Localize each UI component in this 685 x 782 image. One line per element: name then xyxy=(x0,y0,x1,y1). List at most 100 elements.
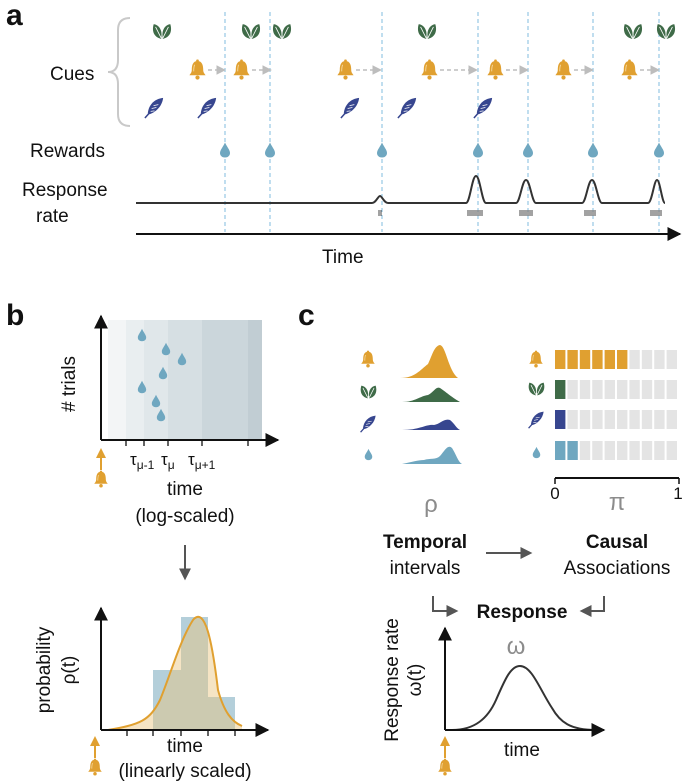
causal-bar-cell-leaf xyxy=(579,380,591,399)
bell-icon xyxy=(437,758,453,776)
feather-interval-density xyxy=(402,419,460,430)
causal-bar-cell-feather xyxy=(641,410,653,429)
causal-bar-cell-leaf xyxy=(617,380,628,399)
causal-sublabel: Associations xyxy=(564,558,671,579)
bottom-x-ticks xyxy=(126,730,236,736)
panel-c: c ρ 0 1 π Temporal intervals Causal Asso… xyxy=(298,299,683,776)
leaf-icon xyxy=(417,23,437,40)
bell-icon xyxy=(87,758,103,776)
causal-bar-cell-bell xyxy=(629,350,640,369)
feather-icon xyxy=(340,97,360,119)
response-y-axis-label: Response rate xyxy=(382,618,403,742)
water-drop-icon xyxy=(364,448,373,461)
time-axis-label: Time xyxy=(322,247,364,268)
temporal-label: Temporal xyxy=(383,532,467,553)
cues-brace xyxy=(107,17,131,127)
causal-bar-cell-drop xyxy=(629,441,640,460)
pi-symbol: π xyxy=(609,489,626,516)
panel-b: b # trials xyxy=(6,299,280,782)
response-rate-trace xyxy=(136,174,666,204)
feather-icon xyxy=(359,414,377,433)
tau-label-base: τ xyxy=(161,450,168,469)
causal-bar-cell-drop xyxy=(617,441,628,460)
water-drop-icon xyxy=(523,142,533,158)
leaf-icon xyxy=(152,23,172,40)
pi-axis-min: 0 xyxy=(550,484,559,503)
causal-bar-cell-feather xyxy=(592,410,603,429)
probability-density-fill xyxy=(108,616,242,730)
bell-icon xyxy=(620,59,639,80)
reward-time-lines xyxy=(224,12,660,232)
causal-bar-cell-drop xyxy=(555,441,566,460)
bottom-x-axis-sublabel: (linearly scaled) xyxy=(118,761,251,782)
causal-bar-cell-feather xyxy=(629,410,640,429)
feather-icon xyxy=(397,97,417,119)
bell-icon xyxy=(528,350,544,368)
bell-interval-density xyxy=(400,345,458,378)
bell-cues-row xyxy=(188,59,660,80)
causal-bar-cell-leaf xyxy=(666,380,677,399)
panel-b-letter: b xyxy=(6,299,24,332)
response-y-axis-sublabel: ω(t) xyxy=(405,664,426,697)
causal-bar-cell-drop xyxy=(654,441,665,460)
bell-icon xyxy=(232,59,251,80)
causal-bar-cell-leaf xyxy=(567,380,578,399)
response-rate-curve xyxy=(451,664,597,731)
leaf-cues-row xyxy=(152,23,676,40)
omega-symbol: ω xyxy=(507,633,526,660)
causal-bar-cell-bell xyxy=(579,350,591,369)
panel-c-letter: c xyxy=(298,299,315,332)
water-drop-icon xyxy=(220,142,230,158)
top-x-axis-label: time xyxy=(167,479,203,500)
bell-icon xyxy=(486,59,505,80)
svg-text:τμ-1: τμ-1 xyxy=(130,450,155,472)
bell-icon xyxy=(93,470,109,488)
leaf-interval-density xyxy=(402,387,460,402)
pi-axis-max: 1 xyxy=(673,484,682,503)
causal-bar-cell-feather xyxy=(604,410,615,429)
water-drop-icon xyxy=(588,142,598,158)
leaf-icon xyxy=(623,23,643,40)
tau-labels: τμ-1 τμ τμ+1 xyxy=(130,450,216,472)
rewards-label: Rewards xyxy=(30,141,105,162)
reward-drops-row xyxy=(220,142,664,158)
causal-bar-cell-leaf xyxy=(592,380,603,399)
causal-bar-cell-leaf xyxy=(641,380,653,399)
log-time-bins xyxy=(108,320,262,439)
water-drop-icon xyxy=(473,142,483,158)
causal-bar-cell-bell xyxy=(617,350,628,369)
water-drop-icon xyxy=(377,142,387,158)
tau-label-base: τ xyxy=(130,450,137,469)
causal-to-response-arrow xyxy=(579,596,605,617)
causal-bar-cell-bell xyxy=(641,350,653,369)
causal-bar-cell-leaf xyxy=(555,380,566,399)
causal-bar-cell-bell xyxy=(567,350,578,369)
svg-text:τμ: τμ xyxy=(161,450,175,472)
temporal-to-response-arrow xyxy=(432,596,459,617)
feather-icon xyxy=(144,97,164,119)
water-drop-icon xyxy=(532,446,541,459)
causal-bar-cell-drop xyxy=(666,441,677,460)
causal-bar-cell-feather xyxy=(666,410,677,429)
leaf-icon xyxy=(241,23,261,40)
leaf-icon xyxy=(656,23,676,40)
causal-bar-cell-bell xyxy=(592,350,603,369)
leaf-icon xyxy=(528,382,545,396)
causal-bar-cell-leaf xyxy=(654,380,665,399)
causal-bar-cell-drop xyxy=(592,441,603,460)
response-label-line2: rate xyxy=(36,206,69,227)
causal-bar-cell-leaf xyxy=(604,380,615,399)
temporal-sublabel: intervals xyxy=(390,558,461,579)
bell-icon xyxy=(360,350,376,368)
causal-bar-cell-feather xyxy=(579,410,591,429)
tau-label-sub: μ+1 xyxy=(195,458,216,472)
cues-label: Cues xyxy=(50,64,94,85)
causal-bar-cell-bell xyxy=(555,350,566,369)
probability-density-curve xyxy=(107,615,243,731)
top-y-axis-label: # trials xyxy=(59,356,80,412)
lick-raster xyxy=(378,210,662,216)
feather-icon xyxy=(197,97,217,119)
panel-a-letter: a xyxy=(6,0,23,32)
tau-label-base: τ xyxy=(188,450,195,469)
